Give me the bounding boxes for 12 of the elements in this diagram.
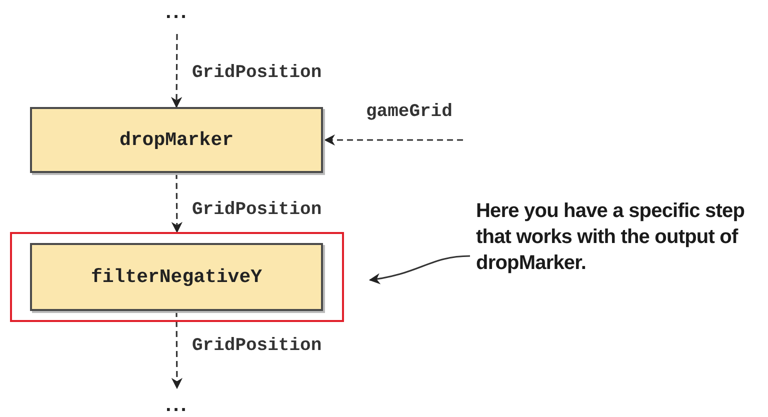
- leader-arrow: [368, 255, 470, 284]
- dashed-arrow: [170, 34, 182, 108]
- process-box: dropMarker: [30, 107, 323, 173]
- highlight-frame: [10, 232, 344, 322]
- dashed-arrow: [171, 311, 183, 390]
- ellipsis-text: ...: [157, 394, 197, 416]
- dashed-arrow: [171, 173, 183, 234]
- ellipsis-text: ...: [157, 0, 197, 24]
- dashed-arrow: [324, 134, 463, 146]
- annotation-text: Here you have a specific step that works with the output of dropMarker.: [476, 198, 756, 302]
- edge-label: gameGrid: [364, 103, 454, 121]
- process-box: filterNegativeY: [30, 243, 323, 311]
